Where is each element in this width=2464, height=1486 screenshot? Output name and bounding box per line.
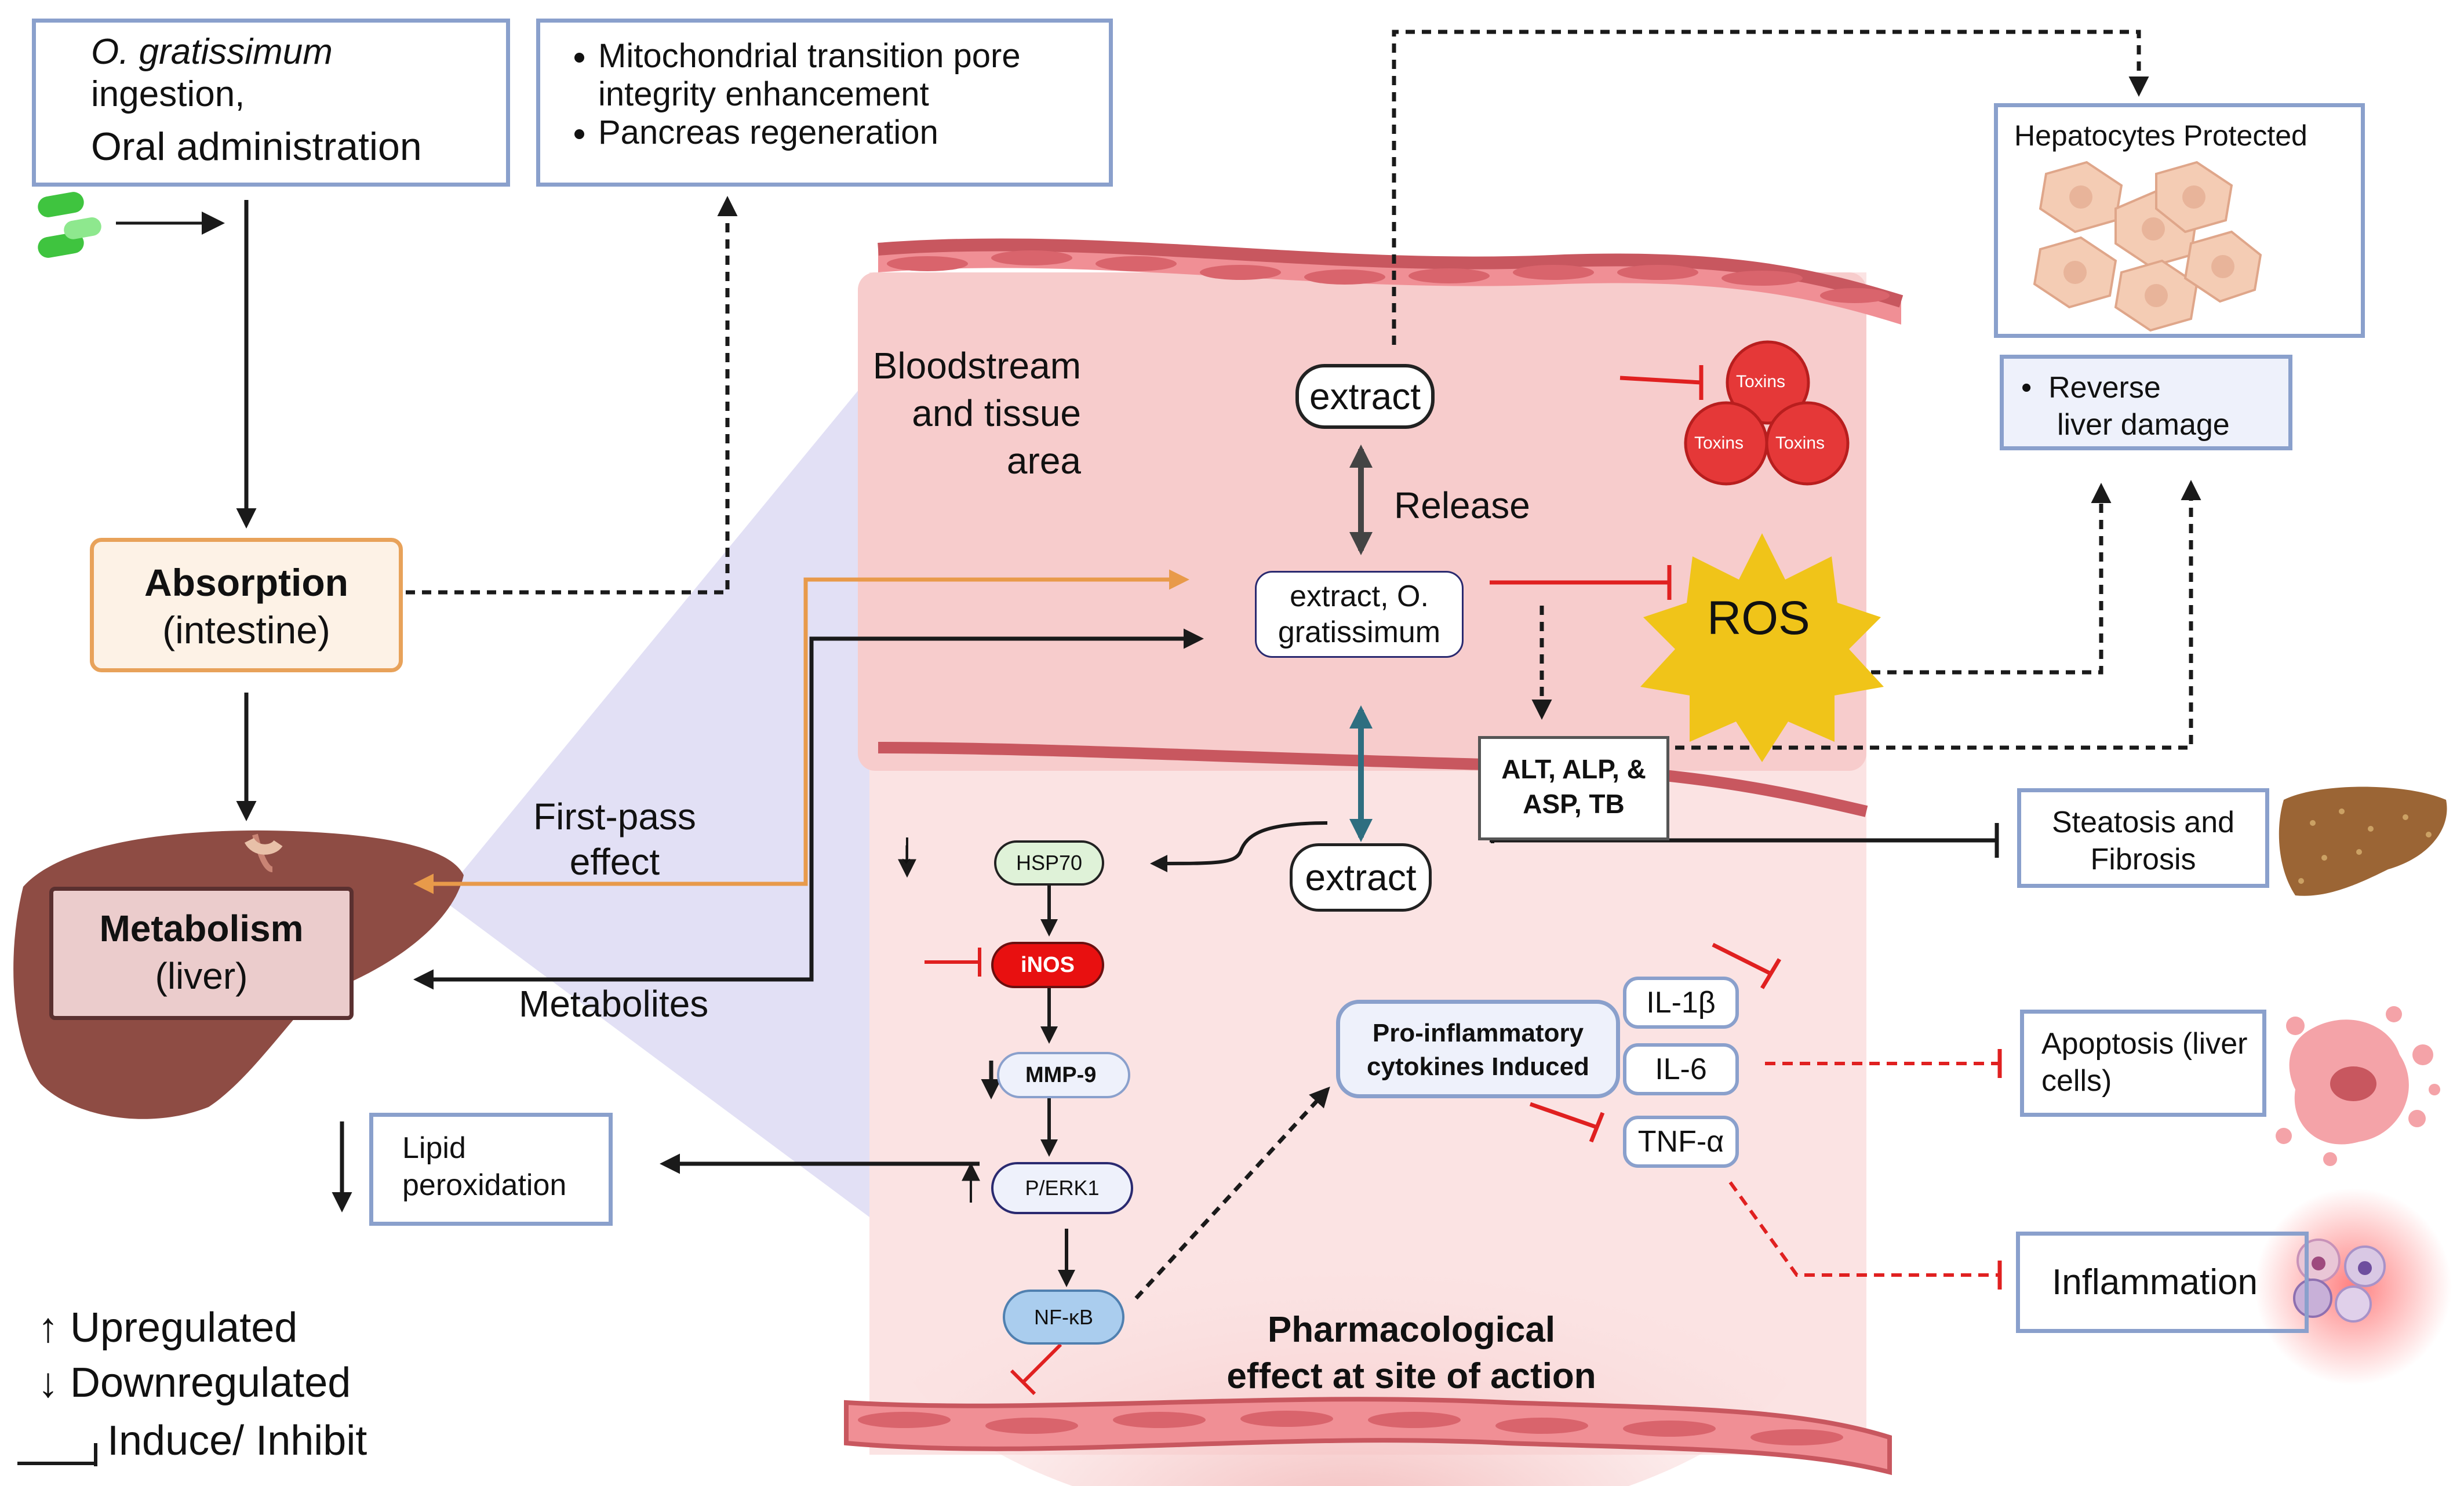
metabolism-title: Metabolism xyxy=(99,908,304,949)
cytokine-label: IL-1β xyxy=(1646,986,1716,1019)
legend-down: ↓ Downregulated xyxy=(38,1360,351,1406)
hepatocyte-nuclei xyxy=(2063,185,2234,307)
legend-up: ↑ Upregulated xyxy=(38,1305,298,1351)
first-pass-line2: effect xyxy=(569,841,660,883)
mmp9-label: MMP-9 xyxy=(1025,1062,1097,1087)
first-pass-line1: First-pass xyxy=(533,796,696,837)
steatosis-box: Steatosis and Fibrosis xyxy=(2017,788,2269,888)
ingestion-box: O. gratissimum ingestion, Oral administr… xyxy=(32,19,510,187)
toxins-cluster xyxy=(1684,340,1850,486)
bloodstream-line1: Bloodstream xyxy=(872,345,1081,387)
steatosis-line2: Fibrosis xyxy=(2090,843,2196,876)
lipid-line2: peroxidation xyxy=(402,1168,567,1202)
extract-center-line1: extract, O. xyxy=(1290,580,1429,613)
vessel-wall-top xyxy=(878,238,1903,325)
cytokine-item: IL-1β xyxy=(1623,977,1739,1029)
inos-label: iNOS xyxy=(1021,952,1075,977)
down-arrow-indicator: ↓ xyxy=(898,835,914,870)
nfkb-node: NF-κB xyxy=(1003,1290,1124,1345)
effects-list: Mitochondrial transition pore integrity … xyxy=(540,37,1109,152)
apoptosis-icon xyxy=(2276,1006,2440,1166)
absorption-box: Absorption (intestine) xyxy=(90,538,403,672)
bloodstream-line3: area xyxy=(1006,440,1081,482)
inflammation-label: Inflammation xyxy=(2052,1262,2258,1302)
metabolism-subtitle: (liver) xyxy=(155,955,248,997)
pharmacological-label: Pharmacological effect at site of action xyxy=(1182,1307,1640,1400)
effect-item: Pancreas regeneration xyxy=(598,114,1109,152)
extract-center-line2: gratissimum xyxy=(1278,615,1441,649)
extract-bottom-label: extract xyxy=(1305,857,1417,898)
metabolism-box: Metabolism (liver) xyxy=(49,887,354,1020)
apoptosis-box: Apoptosis (liver cells) xyxy=(2020,1010,2266,1117)
extract-bottom-node: extract xyxy=(1290,843,1432,912)
ingestion-label: ingestion, xyxy=(91,74,245,114)
fatty-liver-icon xyxy=(2279,786,2447,896)
cytokines-line2: cytokines Induced xyxy=(1367,1052,1589,1081)
enzymes-line1: ALT, ALP, & xyxy=(1501,754,1646,784)
oral-administration-label: Oral administration xyxy=(91,125,422,169)
reverse-damage-box: • Reverse liver damage xyxy=(2000,355,2292,450)
pharm-line2: effect at site of action xyxy=(1226,1356,1596,1396)
liver-enzymes-box: ALT, ALP, & ASP, TB xyxy=(1478,736,1669,840)
inflammation-box: Inflammation xyxy=(2016,1232,2309,1333)
legend-inhibit: Induce/ Inhibit xyxy=(107,1418,367,1464)
absorption-subtitle: (intestine) xyxy=(162,609,330,651)
cytokine-label: IL-6 xyxy=(1655,1052,1707,1086)
inos-node: iNOS xyxy=(991,942,1104,988)
lipid-line1: Lipid xyxy=(402,1131,466,1165)
bullet-icon: • xyxy=(2021,371,2049,405)
effects-box: Mitochondrial transition pore integrity … xyxy=(536,19,1113,187)
nfkb-label: NF-κB xyxy=(1034,1305,1093,1329)
pills-icon xyxy=(38,192,101,258)
apoptosis-line1: Apoptosis (liver xyxy=(2041,1027,2248,1061)
cytokine-label: TNF-α xyxy=(1637,1125,1724,1159)
projection-shape xyxy=(441,377,869,1217)
hsp70-label: HSP70 xyxy=(1016,851,1083,875)
ros-label: ROS xyxy=(1707,592,1810,644)
reverse-line1: • Reverse xyxy=(2021,369,2288,406)
extract-top-node: extract xyxy=(1295,364,1435,429)
toxin-label: Toxins xyxy=(1694,434,1744,453)
perk1-node: P/ERK1 xyxy=(991,1162,1133,1214)
first-pass-label: First-pass effect xyxy=(533,794,696,884)
cytokine-item: IL-6 xyxy=(1623,1043,1739,1095)
cytokine-item: TNF-α xyxy=(1623,1116,1739,1168)
toxin-label: Toxins xyxy=(1775,434,1825,453)
pharm-line1: Pharmacological xyxy=(1267,1310,1556,1350)
hepatocytes-label: Hepatocytes Protected xyxy=(2014,119,2308,152)
hepatocytes-box: Hepatocytes Protected xyxy=(1994,103,2365,338)
hsp70-node: HSP70 xyxy=(994,840,1104,886)
reverse-line2: liver damage xyxy=(2057,408,2230,442)
vessel-wall-middle xyxy=(878,742,1868,817)
reverse-text1: Reverse xyxy=(2048,371,2161,405)
metabolites-label: Metabolites xyxy=(519,983,709,1025)
apoptosis-line2: cells) xyxy=(2041,1064,2112,1098)
effect-item: Mitochondrial transition pore integrity … xyxy=(598,37,1073,114)
ros-burst xyxy=(1640,533,1884,762)
toxin-label: Toxins xyxy=(1736,372,1786,391)
release-label: Release xyxy=(1394,485,1530,526)
extract-top-label: extract xyxy=(1309,376,1421,417)
absorption-title: Absorption xyxy=(144,561,348,604)
lipid-peroxidation-box: Lipid peroxidation xyxy=(369,1113,613,1226)
cytokines-box: Pro-inflammatory cytokines Induced xyxy=(1336,1000,1620,1098)
cytokines-line1: Pro-inflammatory xyxy=(1372,1019,1584,1047)
vessel-wall-bottom xyxy=(844,1397,1892,1476)
extract-center-node: extract, O. gratissimum xyxy=(1255,571,1464,658)
bloodstream-line2: and tissue xyxy=(912,392,1081,434)
ingestion-species: O. gratissimum xyxy=(91,32,333,72)
bloodstream-label: Bloodstream and tissue area xyxy=(846,342,1081,485)
steatosis-line1: Steatosis and xyxy=(2051,806,2235,839)
mmp9-node: MMP-9 xyxy=(997,1052,1130,1098)
perk1-label: P/ERK1 xyxy=(1025,1176,1100,1200)
enzymes-line2: ASP, TB xyxy=(1523,789,1625,819)
